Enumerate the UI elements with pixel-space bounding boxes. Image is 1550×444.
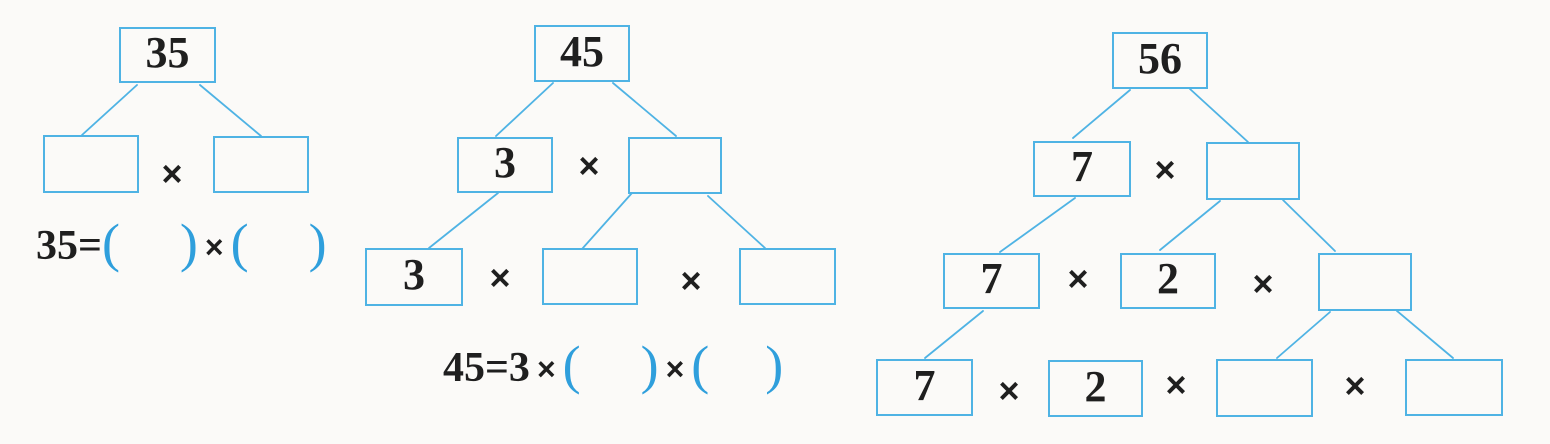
- tree-45-value-mid-left: 3: [494, 138, 516, 187]
- multiply-sign: ×: [1165, 364, 1187, 405]
- tree-56-branch-line: [1282, 199, 1336, 252]
- tree-56-branch-line: [1159, 200, 1221, 251]
- tree-56-branch-line: [1189, 88, 1249, 143]
- equation-parenthesis: (: [691, 335, 710, 395]
- multiply-sign: ×: [489, 257, 511, 298]
- equation-text: 45=3: [443, 345, 530, 391]
- tree-56-box-bottom-4-blank[interactable]: [1405, 359, 1503, 416]
- equation-parenthesis: (: [101, 213, 120, 273]
- tree-56-box-bottom-1: 7: [876, 359, 973, 416]
- equation-parenthesis: ): [640, 335, 659, 395]
- multiply-sign: ×: [161, 153, 183, 194]
- multiply-sign: ×: [1344, 365, 1366, 406]
- tree-35-box-left-factor-blank[interactable]: [43, 135, 139, 193]
- equation-parenthesis: ): [179, 213, 198, 273]
- tree-45-branch-line: [428, 192, 499, 249]
- tree-56-branch-line: [999, 197, 1076, 253]
- answer-blank[interactable]: [249, 226, 309, 266]
- tree-45-box-bottom-right-blank[interactable]: [739, 248, 836, 305]
- tree-45-box-bottom-middle-blank[interactable]: [542, 248, 638, 305]
- equation-parenthesis: (: [230, 213, 249, 273]
- tree-45-equation: 45=3×()×(): [443, 335, 784, 395]
- multiply-sign: ×: [1252, 263, 1274, 304]
- tree-56-value-bottom-1: 7: [913, 360, 936, 410]
- tree-45-branch-line: [581, 192, 633, 250]
- tree-56-box-row3-right-blank[interactable]: [1318, 253, 1412, 311]
- multiply-sign: ×: [578, 145, 600, 186]
- tree-56-branch-line: [1072, 89, 1131, 139]
- equation-parenthesis: ): [765, 335, 784, 395]
- tree-56-box-bottom-3-blank[interactable]: [1216, 359, 1313, 417]
- equation-parenthesis: ): [308, 213, 327, 273]
- multiply-sign: ×: [1067, 258, 1089, 299]
- equation-parenthesis: (: [562, 335, 581, 395]
- tree-56-value-mid-left: 7: [1071, 142, 1093, 191]
- tree-35-box-right-factor-blank[interactable]: [213, 136, 309, 193]
- tree-56-box-row3-left: 7: [943, 253, 1040, 309]
- tree-56-branch-line: [924, 310, 984, 359]
- equation-text: 35=: [36, 223, 102, 269]
- tree-56-value-row3-middle: 2: [1157, 254, 1179, 303]
- tree-45-box-root: 45: [534, 25, 630, 82]
- tree-45-box-mid-right-blank[interactable]: [628, 137, 722, 194]
- tree-45-value-root: 45: [560, 26, 604, 76]
- tree-56-value-bottom-2: 2: [1084, 361, 1107, 411]
- tree-35-value-root: 35: [145, 28, 190, 77]
- tree-56-branch-line: [1396, 310, 1454, 359]
- tree-56-value-row3-left: 7: [980, 254, 1003, 303]
- tree-45-branch-line: [707, 195, 766, 249]
- multiply-sign: ×: [1154, 149, 1176, 190]
- tree-35-equation: 35=()×(): [36, 213, 327, 273]
- tree-45-box-bottom-left: 3: [365, 248, 463, 306]
- tree-45-value-bottom-left: 3: [403, 250, 425, 299]
- tree-56-box-mid-right-blank[interactable]: [1206, 142, 1300, 200]
- tree-45-branch-line: [495, 82, 554, 137]
- multiply-sign: ×: [680, 260, 702, 301]
- answer-blank[interactable]: [581, 348, 641, 388]
- answer-blank[interactable]: [120, 226, 180, 266]
- tree-56-box-mid-left: 7: [1033, 141, 1131, 197]
- tree-45-branch-line: [612, 82, 677, 137]
- equation-multiply-sign: ×: [536, 351, 556, 387]
- tree-56-box-bottom-2: 2: [1048, 360, 1143, 417]
- equation-multiply-sign: ×: [204, 229, 224, 265]
- tree-56-value-root: 56: [1138, 33, 1182, 83]
- answer-blank[interactable]: [709, 348, 765, 388]
- tree-35-branch-line: [199, 84, 262, 137]
- equation-multiply-sign: ×: [665, 351, 685, 387]
- tree-56-branch-line: [1276, 311, 1331, 359]
- tree-56-box-row3-middle: 2: [1120, 253, 1216, 309]
- multiply-sign: ×: [998, 370, 1020, 411]
- tree-35-branch-line: [81, 84, 138, 136]
- tree-35-box-root: 35: [119, 27, 216, 83]
- tree-45-box-mid-left: 3: [457, 137, 553, 193]
- tree-56-box-root: 56: [1112, 32, 1208, 89]
